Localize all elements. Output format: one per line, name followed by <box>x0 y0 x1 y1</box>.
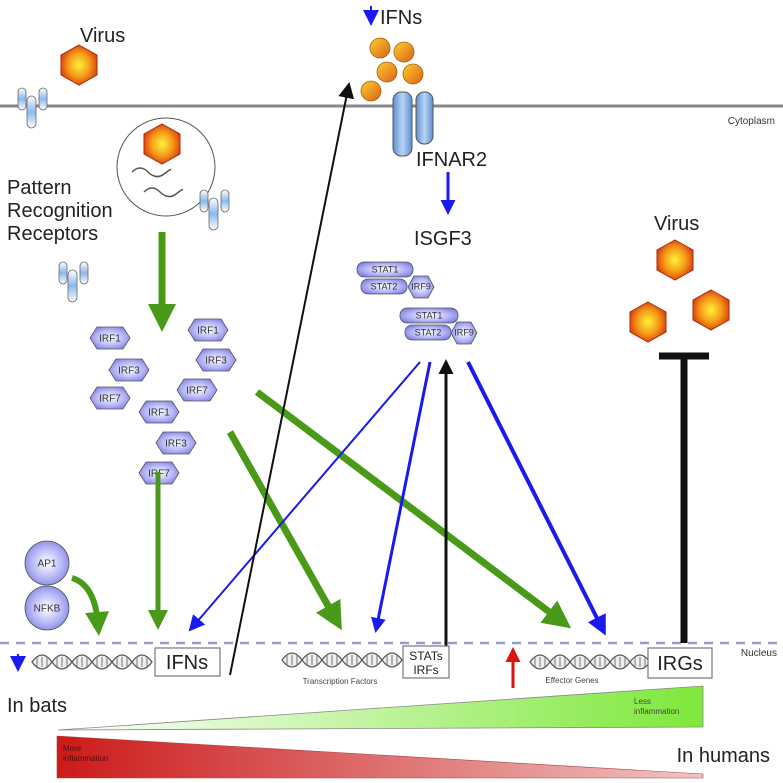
svg-text:STAT1: STAT1 <box>372 264 399 274</box>
ifn-molecules <box>360 37 424 102</box>
irf-protein-label: IRF1 <box>197 326 219 337</box>
svg-text:NFKB: NFKB <box>34 604 61 615</box>
irf-protein: IRF1 <box>89 326 131 350</box>
ifns-gene-box <box>154 647 221 677</box>
svg-text:IRF9: IRF9 <box>454 327 474 337</box>
dna-helix-icon <box>281 652 403 668</box>
irf-protein: IRF3 <box>155 431 197 455</box>
irfs-label: IRFs <box>413 663 438 677</box>
transcription-factors-label: Transcription Factors <box>303 677 378 686</box>
svg-text:STAT1: STAT1 <box>416 310 443 320</box>
irf-to-tf-arrow <box>226 430 342 631</box>
ifns-gene-label: IFNs <box>166 652 208 674</box>
irf-protein: IRF1 <box>187 318 229 342</box>
irf-protein: IRF7 <box>176 378 218 402</box>
nucleus-label: Nucleus <box>741 648 777 659</box>
irf-protein-label: IRF1 <box>99 334 121 345</box>
in-bats-label: In bats <box>7 695 67 717</box>
cytoplasm-label: Cytoplasm <box>728 116 775 127</box>
irgs-gene-box <box>647 647 713 679</box>
irf-protein: IRF1 <box>138 400 180 424</box>
isgf3-complex: STAT1 STAT2 IRF9 <box>399 307 478 345</box>
nfkb-protein: NFKB <box>24 585 70 631</box>
irf-hexagon-icon <box>176 378 218 402</box>
stats-irfs-box <box>402 645 450 679</box>
stats-label: STATs <box>409 649 443 663</box>
irf-protein: IRF7 <box>89 386 131 410</box>
prr-receptor-icon <box>17 87 48 129</box>
dna-strands <box>31 652 651 670</box>
virus-icon <box>656 239 694 281</box>
isgf3-complex: STAT1 STAT2 IRF9 <box>356 261 435 299</box>
bats-inflammation-wedge <box>57 685 704 731</box>
irf-hexagon-icon <box>89 326 131 350</box>
inhibition-bar <box>659 352 709 643</box>
irf-protein-label: IRF7 <box>99 394 121 405</box>
isgf3-label: ISGF3 <box>414 228 472 250</box>
irf-proteins: IRF1IRF3IRF7IRF1IRF3IRF7IRF1IRF3IRF7 <box>89 318 237 485</box>
viral-rna-icon <box>131 167 172 178</box>
virus-icon <box>60 44 98 86</box>
isgf3-to-irg-arrow <box>466 361 606 636</box>
irf-hexagon-icon <box>108 358 150 382</box>
svg-text:AP1: AP1 <box>38 559 57 570</box>
irf-protein-label: IRF7 <box>186 386 208 397</box>
irf-hexagon-icon <box>195 348 237 372</box>
virus-icon <box>692 289 730 331</box>
irgs-gene-label: IRGs <box>657 653 703 675</box>
irf-to-effector-arrow <box>254 389 572 629</box>
in-humans-label: In humans <box>677 745 770 767</box>
irf-protein: IRF3 <box>195 348 237 372</box>
less-inflammation-label: Less inflammation <box>634 697 679 716</box>
virus-icon <box>629 301 667 343</box>
prr-receptor-icon <box>199 189 230 231</box>
ifnar2-label: IFNAR2 <box>416 149 487 171</box>
ifn-secretion-arrow <box>229 82 355 676</box>
irf-protein: IRF3 <box>108 358 150 382</box>
irf-protein-label: IRF3 <box>118 366 140 377</box>
ap1-nfkb-arrow <box>70 575 110 636</box>
ifns-label-top: IFNs <box>380 7 422 29</box>
prr-label: Pattern Recognition Receptors <box>7 177 118 245</box>
virus-label-right: Virus <box>654 213 699 235</box>
prr-receptor-icon <box>58 261 89 303</box>
svg-text:STAT2: STAT2 <box>415 327 442 337</box>
irf-hexagon-icon <box>187 318 229 342</box>
viral-rna-icon <box>143 187 184 198</box>
irf-hexagon-icon <box>138 400 180 424</box>
irf-protein-label: IRF3 <box>205 356 227 367</box>
isgf3-to-ifn-arrow <box>188 361 421 632</box>
humans-inflammation-wedge <box>56 735 704 779</box>
virus-label-top: Virus <box>80 25 125 47</box>
effector-genes-label: Effector Genes <box>545 676 598 685</box>
dna-helix-icon <box>529 654 651 670</box>
svg-text:STAT2: STAT2 <box>371 281 398 291</box>
ifnar-receptor-icon <box>392 91 434 157</box>
isgf3-to-tf-arrow <box>371 361 432 633</box>
irf-protein-label: IRF1 <box>148 408 170 419</box>
irf-hexagon-icon <box>155 431 197 455</box>
more-inflammation-label: More inflammation <box>63 744 108 763</box>
endosome <box>116 117 216 217</box>
irf-hexagon-icon <box>89 386 131 410</box>
dna-helix-icon <box>31 654 153 670</box>
ap1-protein: AP1 <box>24 540 70 586</box>
svg-text:IRF9: IRF9 <box>411 281 431 291</box>
irf-protein-label: IRF3 <box>165 439 187 450</box>
virus-icon <box>143 123 181 165</box>
